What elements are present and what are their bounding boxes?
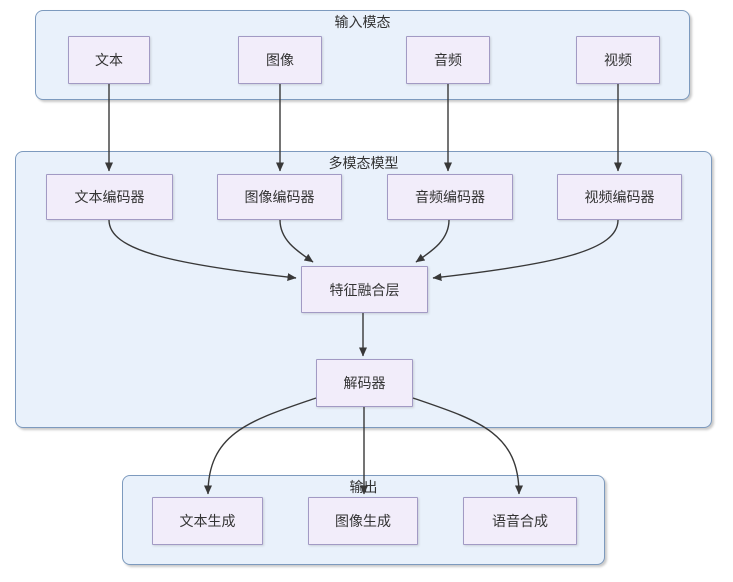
node-decoder: 解码器	[316, 359, 413, 407]
node-text-encoder: 文本编码器	[46, 174, 173, 220]
node-audio: 音频	[406, 36, 490, 84]
group-title-input-modalities: 输入模态	[334, 15, 391, 31]
node-image-encoder: 图像编码器	[217, 174, 342, 220]
node-video: 视频	[576, 36, 660, 84]
node-image: 图像	[238, 36, 322, 84]
group-title-multimodal-model: 多模态模型	[328, 156, 399, 172]
node-audio-encoder: 音频编码器	[387, 174, 513, 220]
node-image-generation: 图像生成	[308, 497, 418, 545]
node-feature-fusion: 特征融合层	[301, 266, 428, 313]
node-text: 文本	[68, 36, 150, 84]
node-video-encoder: 视频编码器	[557, 174, 682, 220]
node-text-generation: 文本生成	[152, 497, 263, 545]
node-speech-synthesis: 语音合成	[463, 497, 577, 545]
group-title-output: 输出	[349, 480, 378, 496]
